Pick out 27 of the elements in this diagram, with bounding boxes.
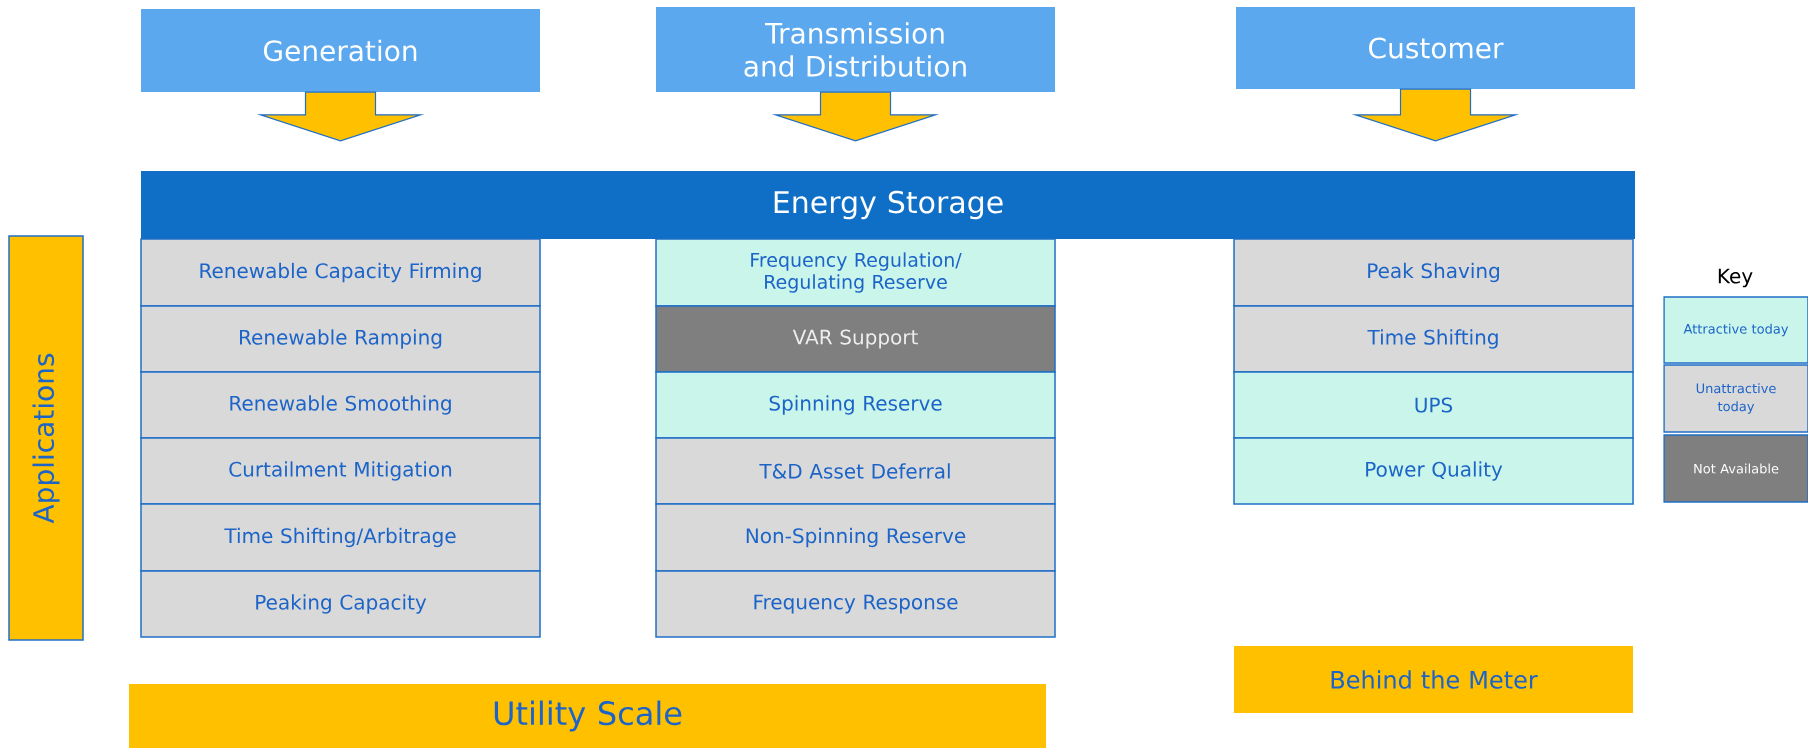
application-cell: T&D Asset Deferral <box>655 437 1056 505</box>
footer-band: Utility Scale <box>129 684 1046 748</box>
key-heading: Key <box>1718 268 1753 288</box>
block-arrow <box>1351 88 1520 142</box>
application-cell: VAR Support <box>655 305 1056 373</box>
application-cell: Curtailment Mitigation <box>140 437 541 505</box>
title-bar: Energy Storage <box>141 171 1635 239</box>
footer-band: Behind the Meter <box>1234 646 1633 713</box>
block-arrow <box>256 91 425 142</box>
application-cell: Peaking Capacity <box>140 570 541 638</box>
application-cell: Frequency Regulation/ Regulating Reserve <box>655 238 1056 307</box>
application-cell: Spinning Reserve <box>655 371 1056 439</box>
application-cell: UPS <box>1233 371 1634 439</box>
block-arrow <box>771 91 940 142</box>
header-box: Transmission and Distribution <box>656 7 1055 92</box>
header-box: Generation <box>141 9 540 92</box>
application-cell: Renewable Ramping <box>140 305 541 373</box>
application-cell: Time Shifting <box>1233 305 1634 373</box>
application-cell: Frequency Response <box>655 570 1056 638</box>
application-cell: Time Shifting/Arbitrage <box>140 503 541 572</box>
application-cell: Power Quality <box>1233 437 1634 505</box>
header-box: Customer <box>1236 7 1635 89</box>
side-band: Applications <box>8 235 84 641</box>
application-cell: Peak Shaving <box>1233 238 1634 307</box>
application-cell: Renewable Smoothing <box>140 371 541 439</box>
application-cell: Renewable Capacity Firming <box>140 238 541 307</box>
application-cell: Non-Spinning Reserve <box>655 503 1056 572</box>
